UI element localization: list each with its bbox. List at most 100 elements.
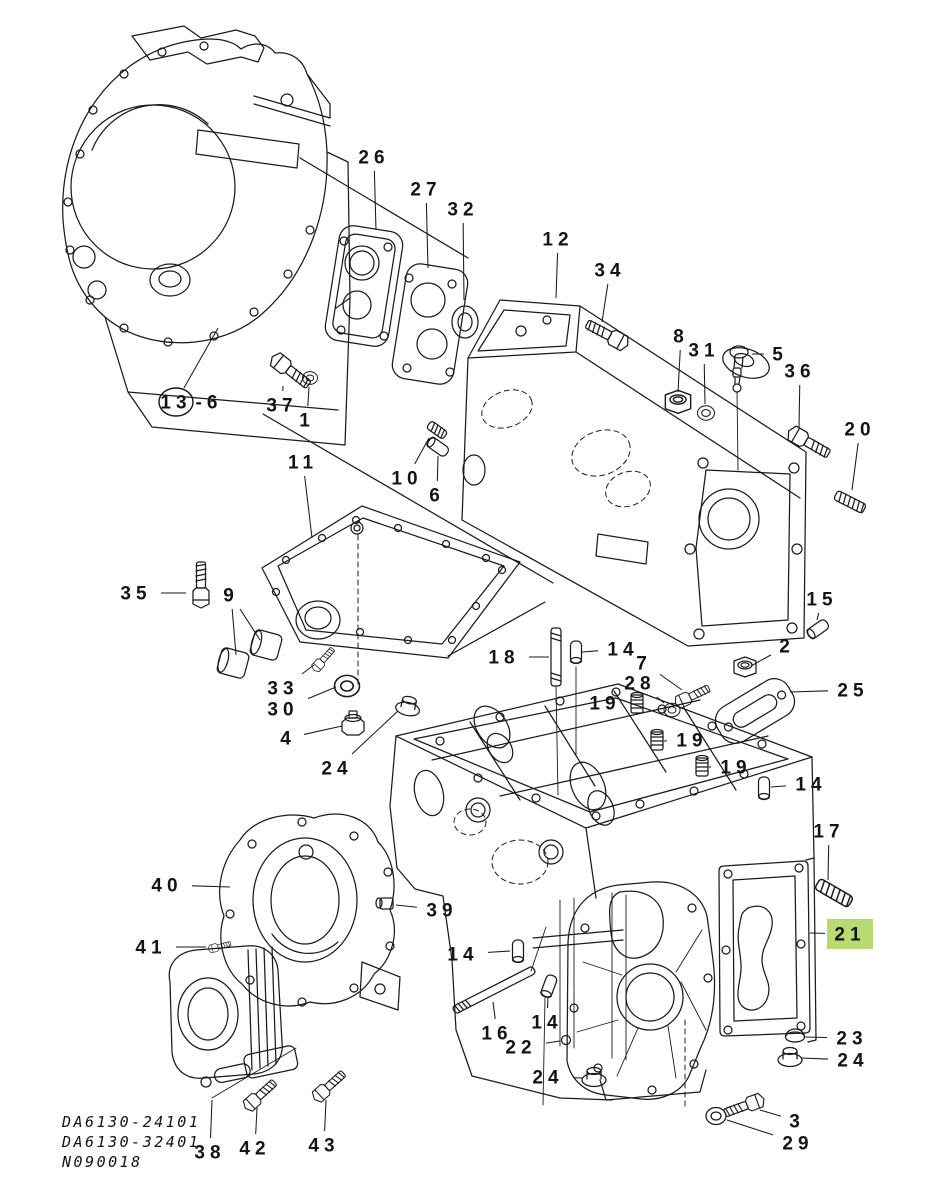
part-number-8: 8 [673,327,689,348]
part-number-6: 6 [429,486,445,507]
leader-line [231,608,237,656]
part-number-23: 23 [836,1029,867,1050]
part-number-35: 35 [120,584,151,605]
leader-line [414,437,430,465]
drawing-code-line-2: DA6130-32401 [62,1133,201,1151]
stud-18 [550,627,562,687]
part-number-14: 14 [795,775,826,796]
leader-line [301,664,315,675]
leader-line [677,349,681,393]
leader-line [239,608,261,641]
leader-line [324,1099,327,1132]
part-number-1: 1 [299,411,315,432]
leader-line [827,844,830,881]
leader-line [555,252,559,299]
leader-line [789,690,829,693]
part-number-16: 16 [481,1024,512,1045]
part-number-7: 7 [636,654,652,675]
part-number-20: 20 [844,420,875,441]
leader-line [351,710,399,755]
leader-line [303,725,343,735]
leader-line [851,442,859,491]
leader-line [304,475,313,539]
leader-line [395,904,418,908]
main-case-drawing [389,683,817,1101]
part-number-39: 39 [426,901,457,922]
ball-22 [560,1034,572,1046]
leader-line [750,654,772,667]
part-number-21: 21 [834,925,865,946]
leader-line [307,686,337,700]
leader-line [581,650,599,653]
leader-line [436,455,439,482]
dipstick-5 [729,345,749,471]
part-number-4: 4 [280,729,296,750]
part-number-43: 43 [308,1136,339,1157]
part-number-19: 19 [720,758,751,779]
part-number-11: 11 [288,453,318,474]
circle-marker [158,387,194,417]
part-number-32: 32 [447,200,478,221]
part-number-34: 34 [594,261,625,282]
leader-line [703,363,706,405]
part-number-2: 2 [779,637,795,658]
highlight-box [827,919,873,949]
part-number-17: 17 [813,822,844,843]
part-number-24: 24 [321,759,352,780]
part-number-25: 25 [837,681,868,702]
leader-line [191,885,231,888]
part-number-10: 10 [391,469,422,490]
diagram-artwork [62,25,868,1126]
part-number-14: 14 [607,640,638,661]
rod-16 [452,966,536,1014]
part-number-41: 41 [135,938,166,959]
plate-25 [714,678,796,744]
drawing-codes: DA6130-24101 DA6130-32401 N090018 [62,1112,200,1172]
leader-line [726,1119,774,1136]
leader-line [601,283,609,323]
part-number-13: 13 [160,393,191,414]
leader-line [255,1107,258,1135]
leader-line [656,696,665,704]
side-cover-gasket-drawing [324,225,479,385]
drawing-code-line-3: N090018 [62,1153,143,1171]
leader-line [210,1099,213,1139]
leader-line [798,384,801,429]
leader-line [373,170,377,231]
part-number-37: 37 [266,396,297,417]
part-number-5: 5 [772,345,788,366]
pto-housing-drawing [168,813,401,1088]
leader-line [800,1057,829,1060]
part-number-suffix: -6 [196,393,223,414]
leader-line [487,950,511,953]
leader-line [759,1109,782,1117]
leader-line [425,202,429,269]
part-number-19: 19 [676,731,707,752]
part-number-28: 28 [624,674,655,695]
part-number-27: 27 [410,180,441,201]
drawing-code-line-1: DA6130-24101 [62,1113,201,1131]
clutch-housing-drawing [62,25,351,446]
leader-line [770,785,787,788]
part-number-19: 19 [589,694,620,715]
part-number-24: 24 [532,1068,563,1089]
leader-line [307,386,310,407]
part-number-22: 22 [505,1038,536,1059]
leader-line [183,327,219,389]
part-number-14: 14 [447,945,478,966]
part-number-29: 29 [782,1134,813,1155]
upper-case-drawing [461,299,807,647]
part-number-36: 36 [784,362,815,383]
part-number-30: 30 [267,700,298,721]
part-number-9: 9 [223,586,239,607]
leader-line [816,612,820,621]
small-parts-drawing [192,316,868,1126]
leader-line [545,1040,561,1044]
plug-39 [375,897,394,910]
part-number-18: 18 [488,648,519,669]
leader-line [492,1001,496,1020]
part-number-3: 3 [789,1112,805,1133]
